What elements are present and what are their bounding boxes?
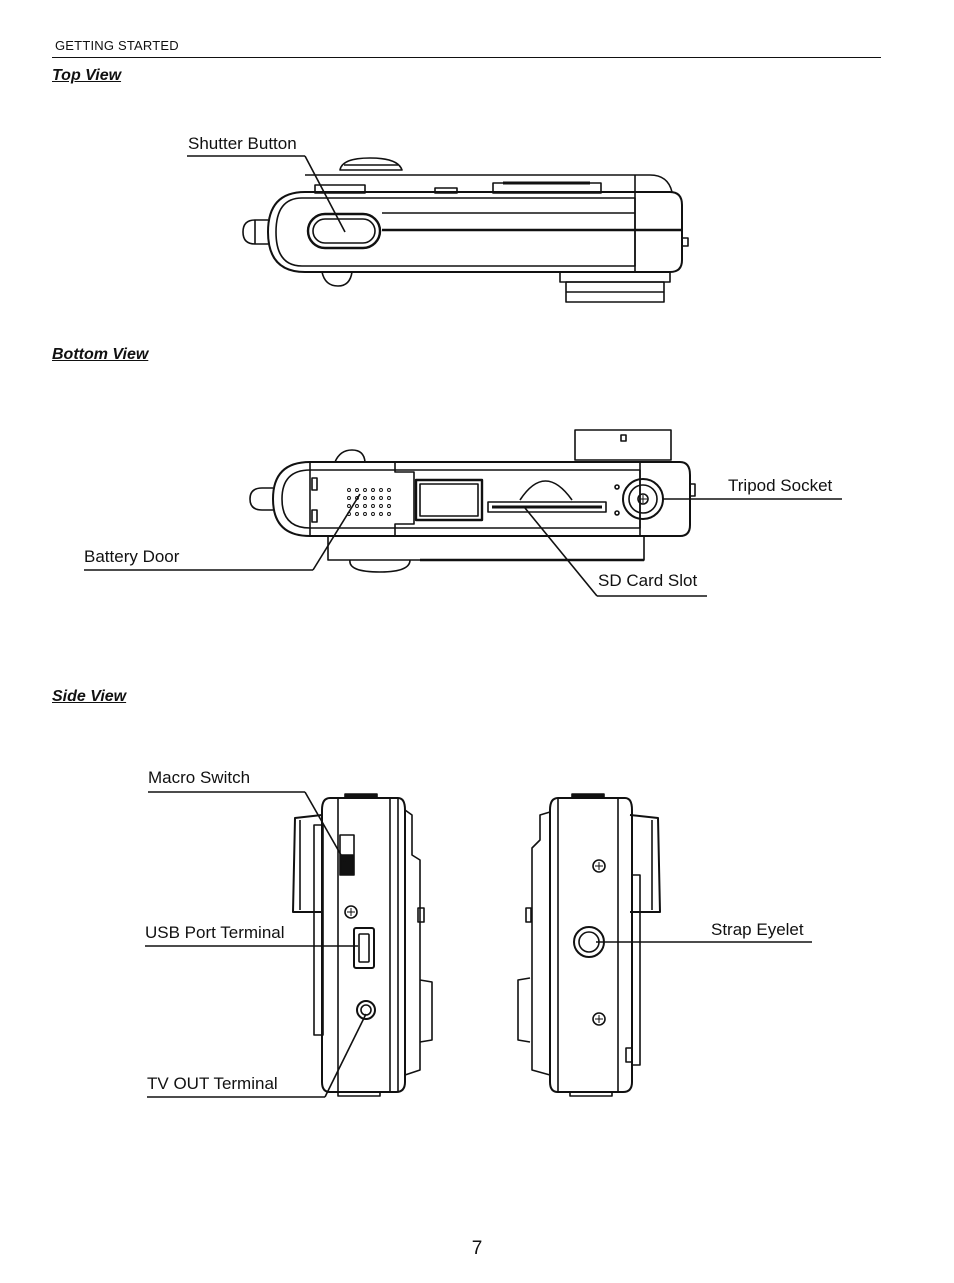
leader-macro — [304, 791, 346, 863]
side-view-heading: Side View — [52, 688, 127, 705]
label-tv-out-terminal: TV OUT Terminal — [147, 1074, 278, 1093]
side-view-right-camera — [517, 793, 661, 1097]
top-view-camera — [242, 157, 689, 303]
label-tripod-socket: Tripod Socket — [728, 476, 833, 495]
side-view-left-camera — [292, 793, 433, 1097]
leader-tvout — [324, 1013, 367, 1098]
leader-battery — [312, 493, 361, 571]
label-strap-eyelet: Strap Eyelet — [711, 920, 804, 939]
bottom-view-camera — [249, 429, 696, 573]
label-battery-door: Battery Door — [84, 547, 180, 566]
top-view-heading: Top View — [52, 67, 122, 84]
header-rule — [52, 57, 881, 58]
label-sd-card-slot: SD Card Slot — [598, 571, 698, 590]
label-usb-port-terminal: USB Port Terminal — [145, 923, 285, 942]
label-macro-switch: Macro Switch — [148, 768, 251, 787]
leader-shutter — [304, 155, 346, 233]
leader-sd — [524, 507, 598, 597]
bottom-view-heading: Bottom View — [52, 346, 149, 363]
label-shutter-button: Shutter Button — [188, 134, 297, 153]
page-number: 7 — [471, 1238, 483, 1259]
section-header: GETTING STARTED — [55, 38, 179, 53]
